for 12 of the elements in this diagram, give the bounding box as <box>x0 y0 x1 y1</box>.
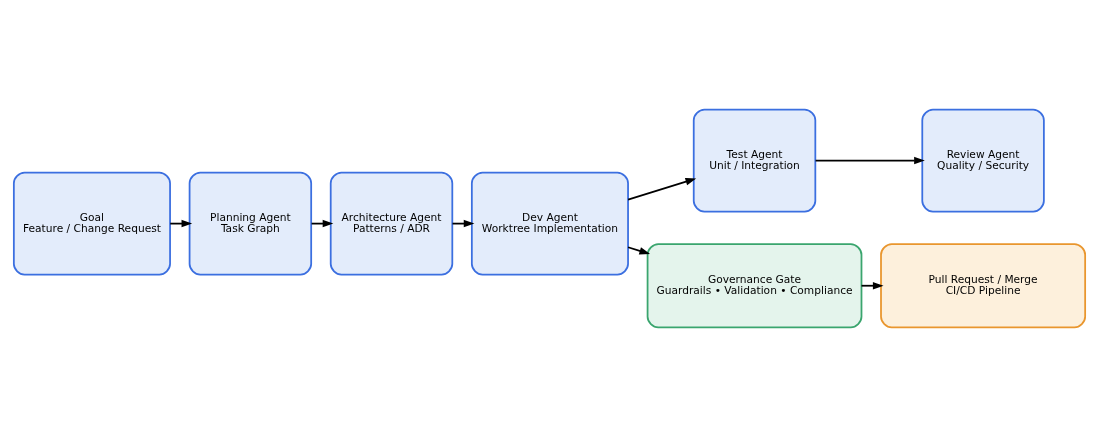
arrow <box>627 246 651 255</box>
node-box: Goal Feature / Change Request <box>12 171 171 276</box>
node-box: Review Agent Quality / Security <box>921 108 1045 213</box>
node-box: Architecture Agent Patterns / ADR <box>329 171 454 276</box>
arrow <box>860 282 884 290</box>
node-box: Dev Agent Worktree Implementation <box>470 171 629 276</box>
arrow <box>627 178 697 201</box>
node-box: Planning Agent Task Graph <box>188 171 313 276</box>
node-box: Governance Gate Guardrails • Validation • Compliance <box>646 243 863 329</box>
node-box: Test Agent Unit / Integration <box>692 108 817 213</box>
node-box: Pull Request / Merge CI/CD Pipeline <box>880 243 1087 329</box>
arrow <box>814 156 925 165</box>
